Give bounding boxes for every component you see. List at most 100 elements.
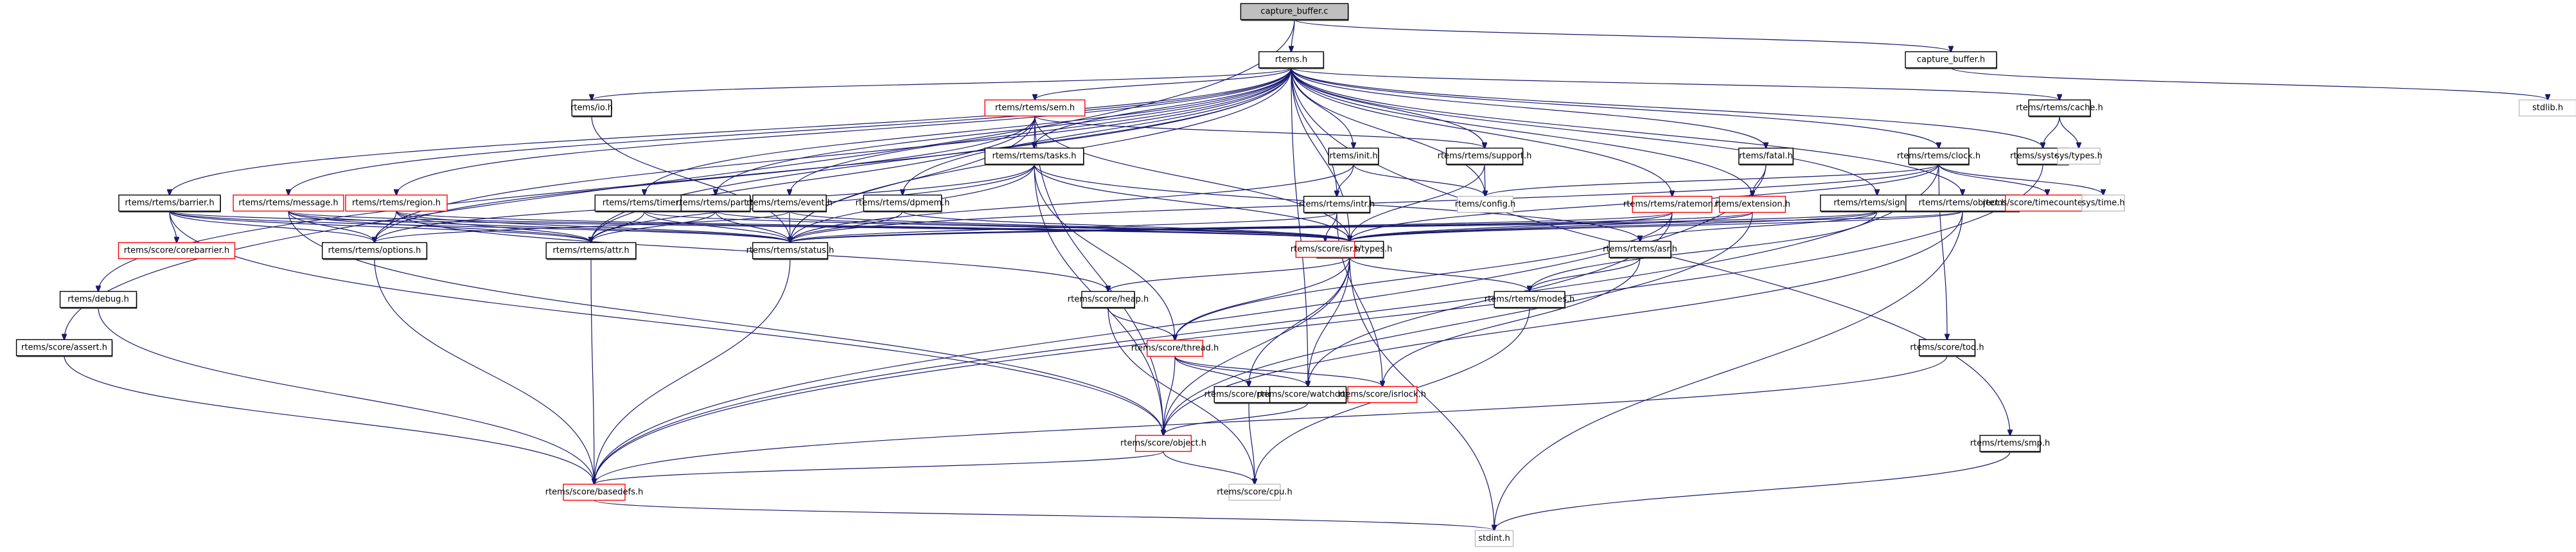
node-modes-h[interactable]: rtems/rtems/modes.h [1485, 290, 1575, 309]
node-dpmem-h[interactable]: rtems/rtems/dpmem.h [856, 194, 950, 213]
node-support-h[interactable]: rtems/rtems/support.h [1438, 147, 1532, 166]
node-asr-h[interactable]: rtems/rtems/asr.h [1603, 240, 1677, 259]
node-config-h[interactable]: rtems/config.h [1455, 195, 1515, 213]
node-attr-h[interactable]: rtems/rtems/attr.h [545, 242, 637, 260]
node-box [545, 242, 637, 260]
node-barrier-h[interactable]: rtems/rtems/barrier.h [118, 194, 221, 213]
node-part-h[interactable]: rtems/rtems/part.h [676, 194, 755, 213]
node-score-assert-h[interactable]: rtems/score/assert.h [15, 339, 113, 357]
node-label: rtems/score/cpu.h [1217, 488, 1292, 497]
node-basedefs-h[interactable]: rtems/score/basedefs.h [545, 483, 644, 501]
node-io-h[interactable]: rtems/io.h [570, 99, 613, 118]
node-label: rtems/score/isr.h [1291, 245, 1360, 254]
node-label: rtems/rtems/ratemon.h [1623, 200, 1721, 209]
node-tasks-h[interactable]: rtems/rtems/tasks.h [984, 147, 1084, 166]
edge-rtems_h-to-dpmem_h [903, 67, 1292, 195]
edge-types_h-to-score_object_h [1163, 257, 1350, 436]
edge-barrier_h-to-corebarrier_h [169, 211, 177, 243]
node-box [2057, 147, 2101, 165]
node-box [233, 194, 344, 212]
node-sem-h[interactable]: rtems/rtems/sem.h [984, 99, 1086, 117]
node-capture-buffer-h[interactable]: capture_buffer.h [1905, 51, 1997, 69]
edge-watchdog_h-to-score_object_h [1163, 402, 1309, 436]
edge-rtems_h-to-event_h [790, 67, 1292, 195]
node-label: rtems/score/tod.h [1910, 343, 1984, 353]
node-corebarrier-h[interactable]: rtems/score/corebarrier.h [118, 242, 236, 260]
node-box [571, 99, 612, 117]
node-label: rtems/score/basedefs.h [545, 488, 644, 497]
node-label: rtems/score/corebarrier.h [124, 246, 230, 256]
node-timer-h[interactable]: rtems/rtems/timer.h [594, 194, 694, 213]
node-box [1328, 147, 1379, 165]
edge-types_h-to-watchdog_h [1308, 257, 1350, 387]
node-smp-h[interactable]: rtems/rtems/smp.h [1970, 434, 2051, 453]
node-isr-h[interactable]: rtems/score/isr.h [1291, 240, 1360, 258]
edge-rtems_h-to-part_h [716, 67, 1292, 195]
node-clock-h[interactable]: rtems/rtems/clock.h [1897, 147, 1981, 166]
edge-heap_h-to-cpu_h [1107, 307, 1255, 485]
node-cache-h[interactable]: rtems/rtems/cache.h [2016, 99, 2103, 118]
edge-dpmem_h-to-status_h [790, 211, 903, 243]
node-box [2081, 194, 2125, 212]
edge-rtems_h-to-barrier_h [170, 67, 1292, 195]
edge-rtems_h-to-signal_h [1291, 67, 1877, 195]
edge-thread_h-to-priority_h [1174, 356, 1249, 387]
edge-rtems_h-to-timer_h [644, 67, 1292, 195]
node-score-object-h[interactable]: rtems/score/object.h [1120, 434, 1206, 452]
edge-rtems_h-to-clock_h [1291, 67, 1939, 148]
edge-asr_h-to-isrlock_h [1382, 257, 1641, 387]
edge-sem_h-to-attr_h [591, 116, 1036, 243]
node-debug-h[interactable]: rtems/debug.h [59, 290, 137, 309]
node-thread-h[interactable]: rtems/score/thread.h [1131, 339, 1219, 357]
node-label: rtems/debug.h [67, 295, 129, 305]
node-box [1474, 530, 1514, 548]
node-cpu-h[interactable]: rtems/score/cpu.h [1217, 483, 1292, 501]
node-timecounterimpl-h[interactable]: rtems/score/timecounterimpl.h [1982, 194, 2112, 212]
edge-clock_h-to-config_h [1485, 163, 1939, 197]
node-event-h[interactable]: rtems/rtems/event.h [746, 194, 833, 213]
node-rtems-h[interactable]: rtems.h [1258, 51, 1325, 69]
node-heap-h[interactable]: rtems/score/heap.h [1068, 290, 1149, 309]
node-box [1269, 386, 1347, 404]
node-box [863, 194, 942, 212]
node-box [118, 242, 236, 260]
node-sys-time-h[interactable]: sys/time.h [2081, 194, 2125, 212]
node-status-h[interactable]: rtems/rtems/status.h [746, 242, 834, 260]
edge-rtems_h-to-attr_h [591, 67, 1292, 243]
node-init-h[interactable]: rtems/init.h [1328, 147, 1379, 166]
edge-clock_h-to-timecounterimpl_h [1938, 164, 2047, 195]
node-label: rtems/rtems/dpmem.h [856, 199, 950, 208]
node-fatal-h[interactable]: rtems/fatal.h [1738, 147, 1794, 166]
edge-barrier_h-to-status_h [169, 210, 790, 243]
node-options-h[interactable]: rtems/rtems/options.h [322, 242, 428, 260]
edge-heap_h-to-thread_h [1107, 307, 1175, 341]
node-watchdog-h[interactable]: rtems/score/watchdog.h [1257, 386, 1359, 404]
edge-extension_h-to-score_object_h [1163, 212, 1753, 436]
node-label: rtems/rtems/intr.h [1299, 200, 1375, 209]
node-label: rtems/rtems/asr.h [1603, 245, 1677, 254]
node-box [1347, 386, 1418, 404]
edge-intr_h-to-status_h [790, 211, 1337, 243]
node-label: rtems/rtems/attr.h [552, 246, 629, 256]
node-tod-h[interactable]: rtems/score/tod.h [1910, 339, 1984, 357]
node-intr-h[interactable]: rtems/rtems/intr.h [1299, 195, 1375, 214]
node-sys-types-h[interactable]: sys/types.h [2055, 147, 2103, 165]
edge-sem_h-to-status_h [790, 116, 1036, 243]
node-rtems-object-h[interactable]: rtems/rtems/object.h [1905, 194, 2020, 213]
node-stdlib-h[interactable]: stdlib.h [2518, 99, 2576, 117]
node-label: rtems/score/heap.h [1068, 295, 1149, 305]
node-ratemon-h[interactable]: rtems/rtems/ratemon.h [1623, 195, 1721, 213]
node-box [1979, 434, 2041, 452]
edge-score_object_h-to-cpu_h [1163, 451, 1255, 485]
edge-rtems_h-to-system_h [1291, 67, 2043, 148]
node-extension-h[interactable]: rtems/extension.h [1715, 195, 1790, 213]
node-stdint-h[interactable]: stdint.h [1474, 530, 1514, 548]
node-box [1295, 240, 1355, 258]
node-label: rtems/rtems/event.h [746, 199, 833, 208]
node-region-h[interactable]: rtems/rtems/region.h [345, 194, 448, 212]
node-capture-buffer-c[interactable]: capture_buffer.c [1240, 3, 1349, 21]
edge-sem_h-to-options_h [375, 116, 1036, 243]
node-isrlock-h[interactable]: rtems/score/isrlock.h [1339, 386, 1426, 404]
edge-score_object_h-to-basedefs_h [594, 450, 1164, 485]
node-message-h[interactable]: rtems/rtems/message.h [233, 194, 344, 212]
